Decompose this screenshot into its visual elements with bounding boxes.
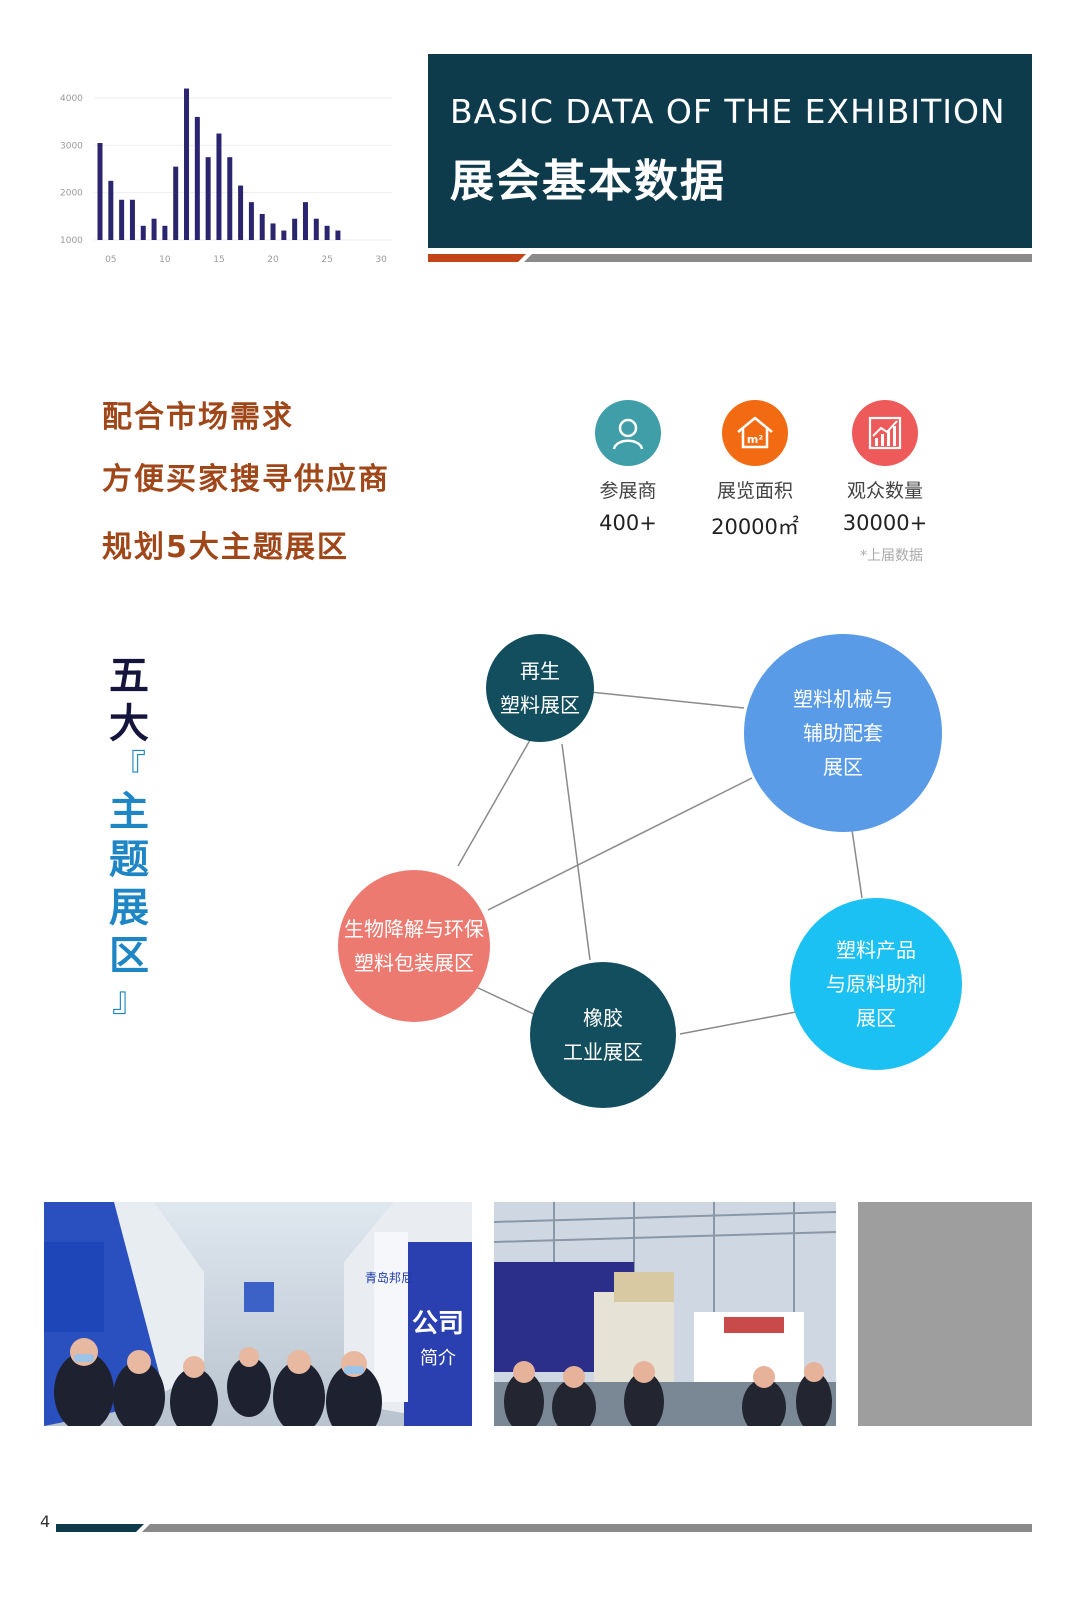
chart-bar bbox=[216, 133, 222, 240]
heading-char: 展 bbox=[109, 885, 149, 931]
y-tick-label: 4000 bbox=[60, 94, 83, 104]
y-tick-label: 2000 bbox=[60, 189, 83, 199]
chart-bar bbox=[97, 142, 103, 240]
x-tick-label: 15 bbox=[213, 255, 224, 265]
exhibition-hall-photo bbox=[494, 1202, 836, 1426]
zone-label: 展区 bbox=[856, 1006, 896, 1030]
chart-bar bbox=[194, 116, 200, 240]
header-title-english: BASIC DATA OF THE EXHIBITION bbox=[450, 92, 1006, 131]
stat-value: 30000+ bbox=[842, 511, 928, 535]
chart-bar bbox=[173, 166, 179, 240]
zone-label: 再生 bbox=[520, 659, 560, 683]
zone-label: 辅助配套 bbox=[803, 721, 883, 745]
stat-value: 400+ bbox=[599, 511, 657, 535]
chart-bar bbox=[108, 180, 114, 240]
chart-bar bbox=[119, 199, 125, 240]
chart-bar bbox=[140, 225, 146, 240]
zone-rubber-industry: 橡胶 工业展区 bbox=[530, 962, 676, 1108]
gray-placeholder-panel bbox=[858, 1202, 1032, 1426]
chart-icon bbox=[852, 400, 918, 466]
chart-bar bbox=[292, 218, 298, 240]
chart-bars bbox=[97, 88, 341, 241]
tagline-line-1: 配合市场需求 bbox=[102, 400, 294, 435]
tagline-line-3: 规划5大主题展区 bbox=[102, 530, 349, 565]
zone-label: 塑料展区 bbox=[500, 693, 580, 717]
svg-text:m²: m² bbox=[747, 433, 763, 446]
zone-label: 塑料包装展区 bbox=[354, 951, 474, 975]
stats-footnote: *上届数据 bbox=[860, 548, 923, 564]
x-tick-label: 05 bbox=[105, 255, 116, 265]
heading-char: 主 bbox=[109, 789, 149, 835]
chart-bar bbox=[227, 157, 233, 240]
zone-label: 塑料产品 bbox=[836, 938, 916, 962]
chart-bar bbox=[281, 230, 287, 240]
stat-exhibitors: 参展商 400+ bbox=[553, 400, 703, 535]
zone-label: 与原料助剂 bbox=[826, 972, 926, 996]
zone-plastic-products-materials: 塑料产品 与原料助剂 展区 bbox=[790, 898, 962, 1070]
stat-label: 参展商 bbox=[599, 480, 657, 502]
x-tick-label: 10 bbox=[159, 255, 171, 265]
chart-x-ticks: 05 10 15 20 25 30 bbox=[105, 255, 387, 265]
x-tick-label: 20 bbox=[267, 255, 279, 265]
zone-label: 工业展区 bbox=[563, 1040, 643, 1064]
y-tick-label: 1000 bbox=[60, 236, 83, 246]
zone-label: 展区 bbox=[823, 755, 863, 779]
stat-label: 展览面积 bbox=[716, 480, 793, 502]
zone-label: 生物降解与环保 bbox=[344, 917, 484, 941]
chart-bar bbox=[205, 157, 211, 240]
zone-label: 橡胶 bbox=[583, 1006, 623, 1030]
stat-value: 20000㎡ bbox=[711, 515, 799, 539]
chart-bar bbox=[335, 230, 341, 240]
heading-close-bracket: 』 bbox=[112, 980, 146, 1020]
house-icon: m² bbox=[722, 400, 788, 466]
chart-bar bbox=[129, 199, 135, 240]
tagline-line-2: 方便买家搜寻供应商 bbox=[102, 462, 390, 497]
zone-plastics-machinery: 塑料机械与 辅助配套 展区 bbox=[744, 634, 942, 832]
heading-open-bracket: 『 bbox=[112, 748, 146, 788]
heading-char: 区 bbox=[109, 933, 149, 979]
heading-char: 五 bbox=[109, 653, 149, 699]
heading-char: 题 bbox=[109, 837, 149, 883]
chart-bar bbox=[313, 218, 319, 240]
chart-bar bbox=[324, 225, 330, 240]
chart-bar bbox=[259, 213, 265, 240]
page-number: 4 bbox=[40, 1512, 51, 1531]
x-tick-label: 30 bbox=[375, 255, 387, 265]
heading-char: 大 bbox=[109, 701, 149, 747]
x-tick-label: 25 bbox=[321, 255, 332, 265]
chart-bar bbox=[248, 202, 254, 240]
booth-sign-text: 公司 bbox=[412, 1309, 464, 1339]
chart-bar bbox=[238, 185, 244, 240]
zones-vertical-heading: 五 大 『 主 题 展 区 』 bbox=[104, 652, 154, 1020]
chart-bar bbox=[151, 218, 157, 240]
header-title-chinese: 展会基本数据 bbox=[450, 156, 726, 207]
chart-bar bbox=[270, 223, 276, 240]
zone-label: 塑料机械与 bbox=[793, 687, 893, 711]
chart-bar bbox=[184, 88, 190, 241]
chart-bar bbox=[162, 225, 168, 240]
y-tick-label: 3000 bbox=[60, 141, 83, 151]
booth-sign-text: 简介 bbox=[420, 1348, 456, 1369]
exhibition-aisle-photo: 公司 简介 青岛邦尼 bbox=[44, 1202, 472, 1426]
header-title-block: BASIC DATA OF THE EXHIBITION 展会基本数据 bbox=[428, 54, 1032, 248]
mini-bar-chart: 4000 3000 2000 1000 05 10 15 20 25 30 bbox=[60, 88, 392, 265]
person-icon bbox=[595, 400, 661, 466]
zone-biodegradable-packaging: 生物降解与环保 塑料包装展区 bbox=[338, 870, 490, 1022]
zone-recycled-plastics: 再生 塑料展区 bbox=[486, 634, 594, 742]
chart-bar bbox=[302, 202, 308, 240]
stat-area: m² 展览面积 20000㎡ bbox=[680, 400, 830, 541]
stat-label: 观众数量 bbox=[846, 480, 923, 502]
header-accent-stripe bbox=[428, 254, 1032, 262]
chart-y-ticks: 4000 3000 2000 1000 bbox=[60, 94, 83, 246]
booth-sign-text: 青岛邦尼 bbox=[365, 1270, 413, 1285]
stat-visitors: 观众数量 30000+ bbox=[810, 400, 960, 535]
footer-stripe bbox=[56, 1524, 1032, 1532]
